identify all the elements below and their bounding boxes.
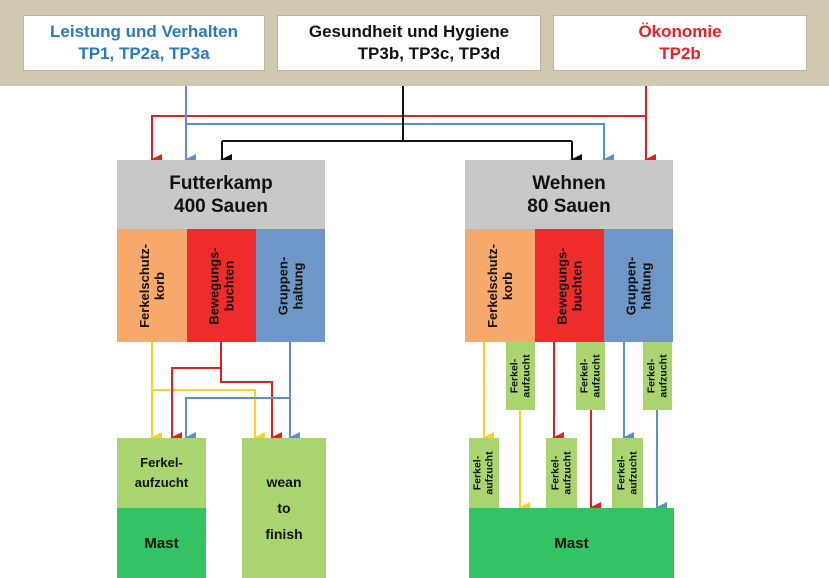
- column-bewegungsbuchten-right: Bewegungs- buchten: [535, 229, 604, 342]
- box-mast-left: Mast: [117, 508, 206, 578]
- box-mast-right: Mast: [469, 508, 674, 578]
- group-subtitle-oekonomie: TP2b: [659, 44, 701, 63]
- column-bewegungsbuchten-left: Bewegungs- buchten: [187, 229, 256, 342]
- column-gruppenhaltung-right: Gruppen- haltung: [604, 229, 673, 342]
- farm-header-futterkamp: Futterkamp 400 Sauen: [117, 160, 325, 229]
- box-wean-to-finish: wean to finish: [242, 438, 326, 578]
- column-label: Bewegungs- buchten: [206, 246, 237, 325]
- farm-title-futterkamp: Futterkamp: [169, 172, 273, 194]
- column-label: Ferkelschutz- korb: [485, 243, 515, 328]
- group-box-oekonomie: Ökonomie TP2b: [553, 15, 807, 71]
- arrow-black: [221, 86, 573, 160]
- arrow-yellow-wtf: [152, 389, 265, 444]
- group-title-leistung: Leistung und Verhalten: [50, 22, 238, 41]
- small-label: Ferkel- aufzucht: [472, 451, 497, 495]
- small-label: Ferkel- aufzucht: [615, 451, 640, 495]
- arrow-blue-right: [186, 123, 614, 166]
- mast-label-right: Mast: [554, 534, 589, 552]
- small-ferkelaufzucht-l1: Ferkel- aufzucht: [469, 438, 499, 508]
- farm-title-wehnen: Wehnen: [532, 172, 606, 194]
- small-ferkelaufzucht-u3: Ferkel- aufzucht: [643, 342, 672, 410]
- column-gruppenhaltung-left: Gruppen- haltung: [256, 229, 325, 342]
- small-label: Ferkel- aufzucht: [578, 354, 603, 398]
- small-ferkelaufzucht-u2: Ferkel- aufzucht: [576, 342, 605, 410]
- column-ferkelschutzkorb-right: Ferkelschutz- korb: [465, 229, 535, 342]
- small-label: Ferkel- aufzucht: [645, 354, 670, 398]
- wtf-line-3: finish: [265, 526, 303, 542]
- ferkelaufzucht-label: Ferkel- aufzucht: [134, 455, 189, 490]
- column-label: Bewegungs- buchten: [554, 246, 585, 325]
- group-title-gesundheit: Gesundheit und Hygiene: [308, 22, 510, 41]
- group-subtitle-leistung: TP1, TP2a, TP3a: [78, 44, 210, 63]
- small-ferkelaufzucht-l2: Ferkel- aufzucht: [546, 438, 577, 508]
- wtf-line-1: wean: [266, 474, 302, 490]
- small-label: Ferkel- aufzucht: [549, 451, 574, 495]
- column-label: Gruppen- haltung: [623, 256, 654, 315]
- column-ferkelschutzkorb-left: Ferkelschutz- korb: [117, 229, 187, 342]
- arrow-red-wtf: [220, 368, 282, 444]
- group-title-oekonomie: Ökonomie: [638, 22, 722, 41]
- farm-header-wehnen: Wehnen 80 Sauen: [465, 160, 673, 229]
- small-label: Ferkel- aufzucht: [508, 354, 533, 398]
- farm-subtitle-futterkamp: 400 Sauen: [174, 195, 268, 217]
- group-subtitle-gesundheit: TP3b, TP3c, TP3d: [357, 44, 501, 63]
- column-label: Ferkelschutz- korb: [137, 243, 167, 328]
- small-ferkelaufzucht-u1: Ferkel- aufzucht: [506, 342, 535, 410]
- column-label: Gruppen- haltung: [275, 256, 306, 315]
- small-ferkelaufzucht-l3: Ferkel- aufzucht: [612, 438, 643, 508]
- group-box-leistung: Leistung und Verhalten TP1, TP2a, TP3a: [23, 15, 265, 71]
- box-ferkelaufzucht-left: Ferkel- aufzucht: [117, 438, 206, 508]
- wtf-line-2: to: [277, 500, 291, 516]
- group-box-gesundheit: Gesundheit und Hygiene TP3b, TP3c, TP3d: [277, 15, 541, 71]
- arrow-blue-ferkel: [184, 342, 291, 444]
- farm-subtitle-wehnen: 80 Sauen: [527, 195, 611, 217]
- mast-label: Mast: [144, 534, 179, 552]
- arrow-red-ferkel: [170, 342, 222, 444]
